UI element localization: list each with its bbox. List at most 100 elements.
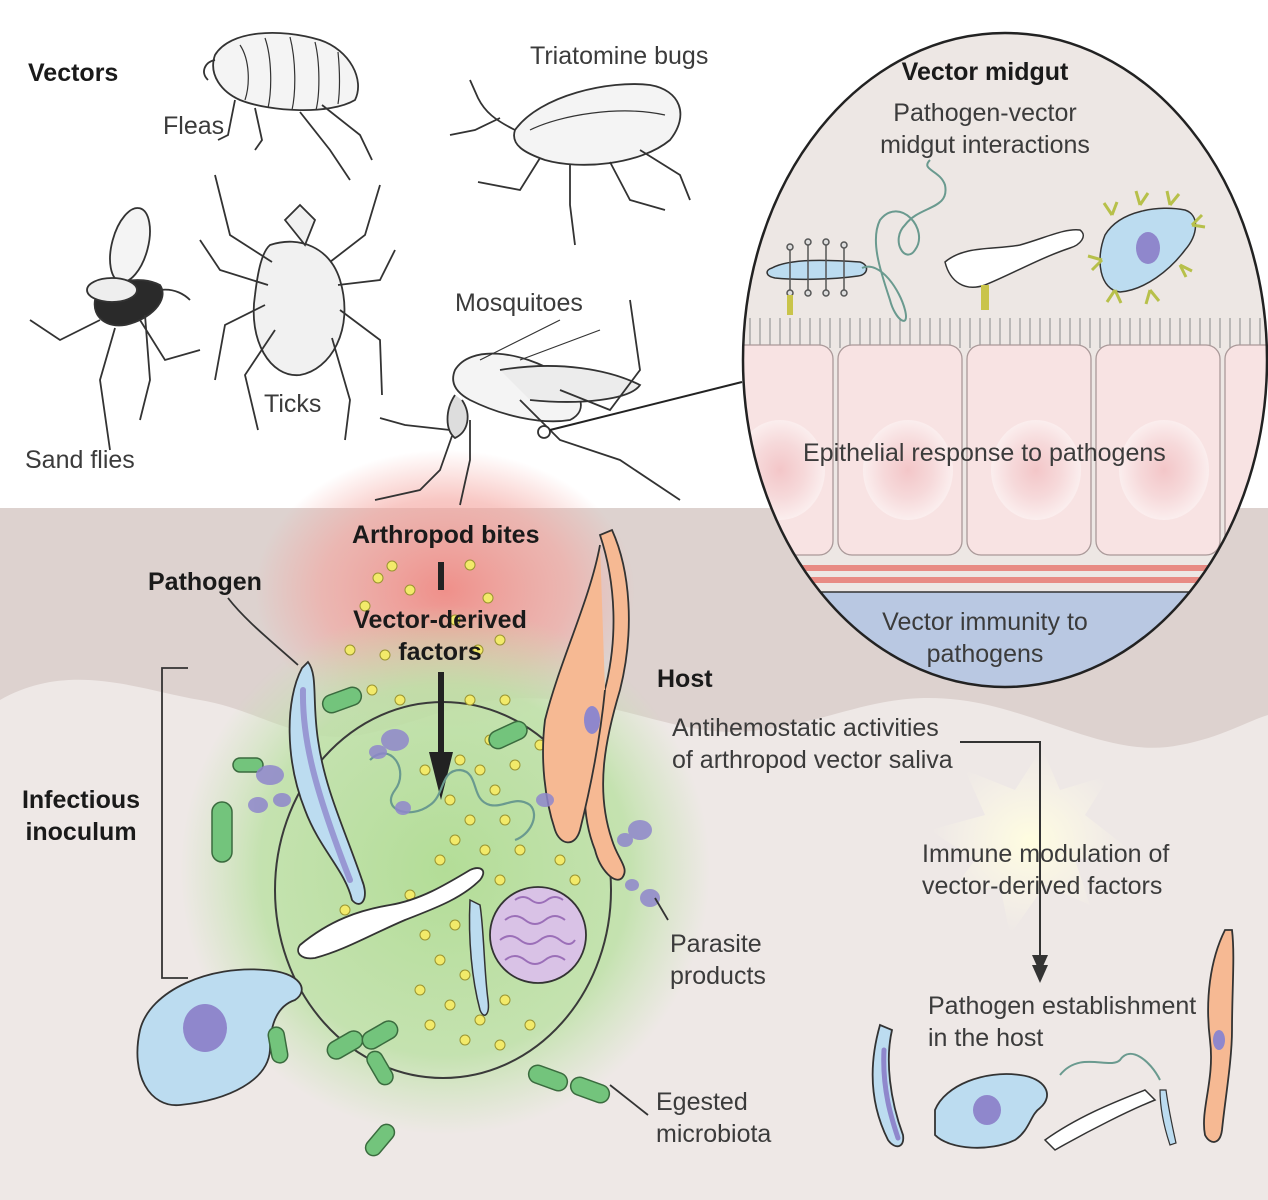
- saliva-dot: [386, 560, 398, 572]
- saliva-dot: [454, 754, 466, 766]
- saliva-dot: [359, 600, 371, 612]
- saliva-dot: [479, 844, 491, 856]
- immune-starburst: [930, 748, 1130, 935]
- saliva-dot: [449, 919, 461, 931]
- vector-immunity-label: Vector immunity to pathogens: [855, 606, 1115, 670]
- saliva-dot: [444, 999, 456, 1011]
- infectious-inoculum-label: Infectious inoculum: [20, 784, 142, 848]
- saliva-dot: [494, 874, 506, 886]
- saliva-dot: [419, 764, 431, 776]
- microbiota-rod: [569, 1076, 611, 1104]
- vector-immunity-line2: pathogens: [926, 640, 1044, 668]
- host-flow-arrow: [960, 741, 1048, 973]
- pathogen-establishment-label: Pathogen establishment in the host: [928, 990, 1196, 1054]
- triatomine-bug-illustration: [449, 79, 691, 246]
- flea-illustration: [203, 31, 373, 181]
- trypanosome-orange: [542, 528, 630, 881]
- vector-derived-factors-line1: Vector-derived: [353, 606, 527, 634]
- sand-flies-label: Sand flies: [25, 446, 135, 474]
- egested-microbiota-rods: [211, 686, 611, 1157]
- saliva-dot: [464, 559, 476, 571]
- vectors-heading: Vectors: [28, 59, 119, 87]
- pathogen-establishment-line2: in the host: [928, 1024, 1044, 1052]
- immune-modulation-line2: vector-derived factors: [922, 872, 1163, 900]
- parasite-products-label: Parasite products: [670, 928, 766, 992]
- microbiota-rod: [527, 1064, 569, 1092]
- vector-immunity-line1: Vector immunity to: [882, 608, 1088, 636]
- antihemostatic-line2: of arthropod vector saliva: [672, 746, 953, 774]
- parasite-products-line2: products: [670, 962, 766, 990]
- saliva-dot: [434, 954, 446, 966]
- egested-microbiota-line1: Egested: [656, 1088, 748, 1116]
- microbiota-rod: [364, 1123, 396, 1157]
- saliva-dot: [449, 834, 461, 846]
- saliva-dot: [404, 584, 416, 596]
- sand-fly-illustration: [29, 207, 201, 451]
- infectious-inoculum-line1: Infectious: [21, 786, 141, 814]
- saliva-dot: [474, 764, 486, 776]
- saliva-dot: [499, 694, 511, 706]
- saliva-dot: [379, 649, 391, 661]
- microbiota-rod: [326, 1030, 364, 1060]
- microbiota-rod: [211, 801, 233, 863]
- immune-modulation-line1: Immune modulation of: [922, 840, 1170, 868]
- saliva-dot: [339, 904, 351, 916]
- inoculum-bracket: [161, 667, 188, 979]
- saliva-dot: [489, 784, 501, 796]
- saliva-dot: [344, 644, 356, 656]
- parasite-products-line1: Parasite: [670, 930, 762, 958]
- mosquitoes-label: Mosquitoes: [455, 289, 583, 317]
- saliva-dot: [372, 572, 384, 584]
- saliva-dot: [474, 1014, 486, 1026]
- saliva-dot: [494, 1039, 506, 1051]
- saliva-dot: [509, 759, 521, 771]
- bite-arrow: [429, 562, 453, 800]
- pathogen-establishment-line1: Pathogen establishment: [928, 992, 1197, 1020]
- saliva-dot: [444, 794, 456, 806]
- saliva-dot: [434, 854, 446, 866]
- saliva-dot: [449, 614, 461, 626]
- saliva-dot: [464, 814, 476, 826]
- vector-derived-factors-line2: factors: [398, 638, 482, 666]
- spirochete: [369, 752, 536, 842]
- saliva-dot: [524, 1019, 536, 1031]
- egested-microbiota-line2: microbiota: [656, 1120, 772, 1148]
- saliva-dot: [464, 694, 476, 706]
- antihemostatic-label: Antihemostatic activities of arthropod v…: [672, 712, 953, 776]
- amastigote-cell: [136, 968, 303, 1106]
- saliva-dot: [499, 994, 511, 1006]
- blue-flagellate: [468, 898, 490, 1016]
- arthropod-bites-label: Arthropod bites: [352, 521, 540, 549]
- infectious-inoculum-line2: inoculum: [25, 818, 137, 846]
- egested-microbiota-label: Egested microbiota: [656, 1086, 771, 1150]
- midgut-subtitle-line2: midgut interactions: [880, 131, 1090, 159]
- ticks-label: Ticks: [264, 390, 322, 418]
- white-pathogen: [297, 867, 485, 960]
- pathogen-trypanosome: [288, 660, 366, 905]
- saliva-dot: [366, 684, 378, 696]
- parasite-products: [248, 729, 660, 907]
- host-pathogens: [871, 929, 1235, 1151]
- antihemostatic-line1: Antihemostatic activities: [672, 714, 939, 742]
- host-title: Host: [657, 665, 713, 693]
- saliva-dot: [394, 694, 406, 706]
- microbiota-rod: [366, 1050, 394, 1086]
- saliva-dot: [414, 984, 426, 996]
- parasite-products-pointer: [654, 897, 669, 921]
- midgut-subtitle: Pathogen-vector midgut interactions: [855, 97, 1115, 161]
- midgut-subtitle-line1: Pathogen-vector: [893, 99, 1077, 127]
- saliva-dot: [459, 969, 471, 981]
- saliva-dot: [419, 929, 431, 941]
- midgut-title: Vector midgut: [901, 58, 1069, 86]
- saliva-dot: [494, 634, 506, 646]
- saliva-dot: [482, 592, 494, 604]
- microbiota-rod: [267, 1026, 289, 1064]
- microbiota-rod: [321, 686, 363, 714]
- saliva-dot: [554, 854, 566, 866]
- egested-microbiota-pointer: [609, 1084, 649, 1116]
- pathogen-pointer: [227, 597, 299, 666]
- mosquito-illustration: [374, 299, 681, 506]
- microbiota-rod: [232, 757, 264, 773]
- saliva-dot: [569, 874, 581, 886]
